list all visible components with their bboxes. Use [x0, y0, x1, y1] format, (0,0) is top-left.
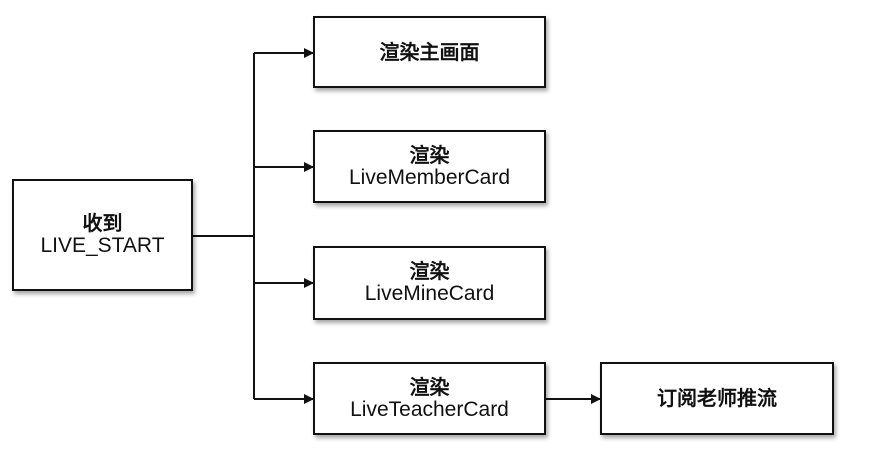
- node-live-start-line1: 收到: [82, 211, 123, 236]
- node-live-start-line2: LIVE_START: [40, 234, 165, 258]
- node-render-mine-card: 渲染 LiveMineCard: [313, 246, 546, 320]
- node-render-member-card-line1: 渲染: [409, 142, 450, 167]
- node-render-teacher-card: 渲染 LiveTeacherCard: [313, 362, 546, 435]
- node-render-main: 渲染主画面: [313, 16, 546, 88]
- node-render-teacher-card-line1: 渲染: [409, 374, 450, 399]
- node-render-member-card-line2: LiveMemberCard: [348, 165, 511, 189]
- node-render-mine-card-line2: LiveMineCard: [364, 282, 495, 306]
- node-render-main-label: 渲染主画面: [379, 39, 480, 64]
- node-render-member-card: 渲染 LiveMemberCard: [313, 130, 546, 203]
- node-render-teacher-card-line2: LiveTeacherCard: [350, 397, 509, 421]
- node-subscribe-stream-label: 订阅老师推流: [657, 386, 777, 411]
- node-render-mine-card-line1: 渲染: [409, 259, 450, 284]
- node-live-start: 收到 LIVE_START: [12, 179, 193, 291]
- node-subscribe-stream: 订阅老师推流: [600, 362, 834, 435]
